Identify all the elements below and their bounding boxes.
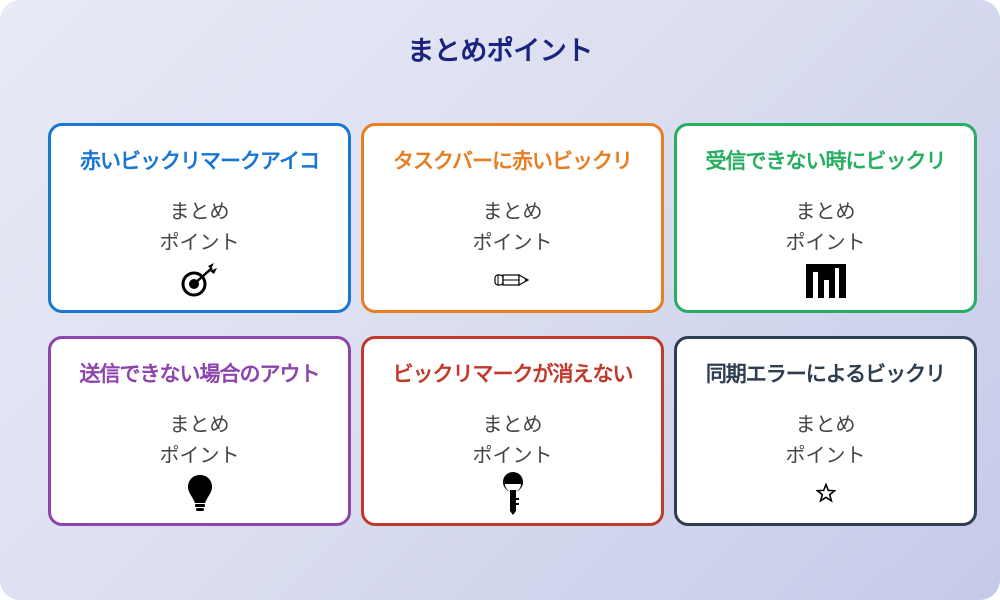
card-body-line: まとめ	[169, 412, 230, 436]
card-body-line: ポイント	[159, 443, 240, 467]
card-taskbar-red-exclamation: タスクバーに赤いビックリ まとめ ポイント	[361, 123, 664, 313]
card-body: まとめ ポイント	[364, 196, 661, 258]
signal-bars-icon	[677, 262, 974, 298]
card-title: 同期エラーによるビックリ	[705, 362, 946, 386]
card-body-line: まとめ	[482, 412, 543, 436]
lightbulb-icon	[51, 475, 348, 511]
card-body-line: ポイント	[472, 230, 553, 254]
card-body: まとめ ポイント	[364, 409, 661, 471]
card-title: 受信できない時にビックリ	[705, 149, 947, 173]
card-title: タスクバーに赤いビックリ	[393, 149, 633, 173]
card-body-line: まとめ	[482, 199, 543, 223]
card-title: 赤いビックリマークアイコ	[80, 149, 320, 173]
star-icon	[677, 475, 974, 511]
card-sync-error-exclamation: 同期エラーによるビックリ まとめ ポイント	[674, 336, 977, 526]
card-title: 送信できない場合のアウト	[79, 362, 321, 386]
card-body-line: まとめ	[169, 199, 230, 223]
card-body-line: ポイント	[472, 443, 553, 467]
card-title: ビックリマークが消えない	[392, 362, 634, 386]
card-body-line: まとめ	[795, 199, 856, 223]
card-body-line: ポイント	[785, 443, 866, 467]
pencil-icon	[364, 262, 661, 298]
card-send-error-outlook: 送信できない場合のアウト まとめ ポイント	[48, 336, 351, 526]
card-body-line: ポイント	[159, 230, 240, 254]
card-body: まとめ ポイント	[677, 196, 974, 258]
card-body: まとめ ポイント	[677, 409, 974, 471]
key-icon	[364, 472, 661, 515]
card-receive-error-exclamation: 受信できない時にビックリ まとめ ポイント	[674, 123, 977, 313]
card-body: まとめ ポイント	[51, 409, 348, 471]
target-icon	[51, 262, 348, 298]
card-body-line: まとめ	[795, 412, 856, 436]
page-title: まとめポイント	[407, 36, 593, 67]
card-exclamation-not-disappearing: ビックリマークが消えない まとめ ポイント	[361, 336, 664, 526]
card-body-line: ポイント	[785, 230, 866, 254]
card-body: まとめ ポイント	[51, 196, 348, 258]
card-red-exclamation-icon: 赤いビックリマークアイコ まとめ ポイント	[48, 123, 351, 313]
